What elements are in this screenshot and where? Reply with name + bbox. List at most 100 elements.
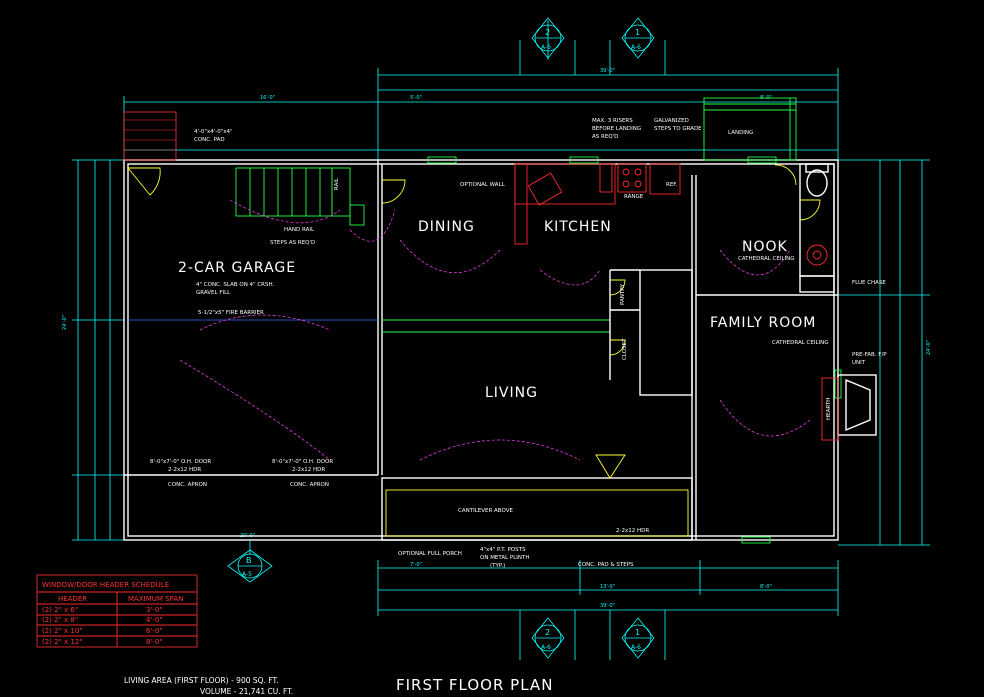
dim-top-left: 16'-0"	[260, 95, 275, 101]
header-schedule: WINDOW/DOOR HEADER SCHEDULE HEADER MAXIM…	[36, 574, 198, 648]
note-fireplace: PRE-FAB. F/P	[852, 352, 887, 358]
note-ref: REF.	[666, 182, 678, 188]
note-steps-req: STEPS AS REQ'D	[270, 240, 315, 246]
note-porch: OPTIONAL FULL PORCH	[398, 551, 462, 557]
note-optional-wall: OPTIONAL WALL	[460, 182, 506, 188]
schedule-row-span-3: 6'-0"	[146, 627, 163, 635]
note-posts3: (TYP.)	[490, 563, 505, 569]
note-hand-rail: HAND RAIL	[284, 227, 315, 233]
section-tag-bottom-2-sheet: A-6	[541, 644, 551, 651]
note-pantry: PANTRY	[620, 283, 626, 305]
note-posts: 4"x4" P.T. POSTS	[480, 547, 526, 553]
note-cantilever: CANTILEVER ABOVE	[458, 508, 513, 514]
electrical-wiring	[179, 199, 811, 461]
section-tag-b-sheet: A-5	[242, 571, 252, 578]
section-tag-top-2-num: 2	[545, 28, 550, 37]
dim-bottom-c: 8'-0"	[760, 584, 772, 590]
dim-bottom-b: 13'-0"	[600, 584, 615, 590]
dim-bottom-a: 7'-0"	[410, 562, 422, 568]
room-label-living: LIVING	[485, 385, 538, 401]
note-hearth: HEARTH	[826, 398, 832, 420]
section-tag-b-letter: B	[246, 556, 252, 565]
section-tag-b: B A-5	[227, 540, 273, 583]
section-tag-bottom-2-num: 2	[545, 628, 550, 637]
schedule-row-header-3: (2) 2" x 10"	[42, 627, 83, 635]
garage-stairs	[123, 111, 365, 226]
schedule-row-span-2: 4'-0"	[146, 616, 163, 624]
note-flue-chase: FLUE CHASE	[852, 280, 886, 286]
windows	[427, 156, 842, 544]
room-label-dining: DINING	[418, 219, 475, 235]
note-closet: CLOSET	[622, 338, 628, 360]
note-pad: 4'-0"x4'-0"x4"	[194, 129, 233, 135]
annotations: 4'-0"x4'-0"x4" CONC. PAD HAND RAIL STEPS…	[150, 118, 887, 569]
top-dimensions: 39'-0" 16'-0" 5'-0" 8'-0"	[123, 40, 839, 160]
section-tag-bottom-2: 2 A-6	[531, 617, 565, 659]
note-fire-wall: 5-1/2"x5" FIRE BARRIER	[198, 310, 264, 316]
note-fireplace2: UNIT	[852, 360, 866, 366]
fireplace	[821, 374, 877, 441]
section-tag-top-2-sheet: A-6	[541, 44, 551, 51]
note-posts2: ON METAL PLINTH	[480, 555, 530, 561]
dim-top-mid: 5'-0"	[410, 95, 422, 101]
note-conc-pad: CONC. PAD & STEPS	[578, 562, 634, 568]
note-max-risers: MAX. 3 RISERS	[592, 118, 633, 124]
room-label-kitchen: KITCHEN	[544, 219, 612, 235]
section-tag-bottom-1-num: 1	[635, 628, 640, 637]
conc-pad	[123, 111, 177, 161]
note-conc-apron1: CONC. APRON	[168, 482, 207, 488]
drawing-title: FIRST FLOOR PLAN	[396, 676, 553, 694]
dim-overall-top: 39'-0"	[600, 68, 615, 74]
dim-right-overall: 24'-0"	[926, 340, 932, 355]
schedule-title: WINDOW/DOOR HEADER SCHEDULE	[42, 581, 169, 589]
note-pad2: CONC. PAD	[194, 137, 225, 143]
exterior-walls	[123, 159, 839, 541]
door-swings	[381, 164, 821, 479]
note-garage-door2: 8'-0"x7'-0" O.H. DOOR	[272, 459, 333, 465]
room-labels: 2-CAR GARAGE DINING KITCHEN NOOK FAMILY …	[178, 219, 816, 401]
dim-left-overall: 24'-0"	[62, 315, 68, 330]
note-cathedral-nook: CATHEDRAL CEILING	[738, 256, 795, 262]
schedule-col-header: HEADER	[58, 595, 87, 603]
schedule-row-header-2: (2) 2" x 8"	[42, 616, 78, 624]
note-conc-apron2: CONC. APRON	[290, 482, 329, 488]
kitchen-fixtures	[514, 163, 681, 245]
note-hdr1: 2-2x12 HDR	[168, 467, 201, 473]
note-cathedral-family: CATHEDRAL CEILING	[772, 340, 829, 346]
section-tag-top-1-num: 1	[635, 28, 640, 37]
section-tag-top-1-sheet: A-6	[631, 44, 641, 51]
range-unit	[617, 163, 647, 193]
note-before-landing: BEFORE LANDING	[592, 126, 641, 132]
section-tag-bottom-1: 1 A-6	[621, 617, 655, 659]
room-label-nook: NOOK	[742, 239, 788, 255]
note-garage-door1: 8'-0"x7'-0" O.H. DOOR	[150, 459, 211, 465]
side-dimensions: 24'-0" 24'-0"	[62, 159, 932, 546]
living-area-note: LIVING AREA (FIRST FLOOR) - 900 SQ. FT.	[124, 676, 279, 685]
room-label-family: FAMILY ROOM	[710, 315, 816, 331]
room-label-garage: 2-CAR GARAGE	[178, 260, 296, 276]
note-landing: LANDING	[728, 130, 753, 136]
note-slab: 4" CONC. SLAB ON 4" CRSH.	[196, 282, 275, 288]
note-hdr3: 2-2x12 HDR	[616, 528, 649, 534]
back-landing	[703, 97, 797, 161]
schedule-row-header-1: (2) 2" x 6"	[42, 606, 78, 614]
schedule-row-span-4: 8'-0"	[146, 638, 163, 646]
note-hdr2: 2-2x12 HDR	[292, 467, 325, 473]
note-range: RANGE	[624, 194, 644, 200]
section-tag-bottom-1-sheet: A-6	[631, 644, 641, 651]
section-tag-top-2: 2 A-6	[531, 17, 565, 60]
note-slab2: GRAVEL FILL	[196, 290, 231, 296]
schedule-row-span-1: 3'-0"	[146, 606, 163, 614]
schedule-col-span: MAXIMUM SPAN	[128, 595, 183, 603]
section-tag-top-1: 1 A-6	[621, 17, 655, 59]
refrigerator	[649, 163, 681, 195]
dim-overall-bottom: 39'-0"	[600, 603, 615, 609]
note-as-reqd: AS REQ'D	[592, 134, 618, 140]
note-galvanized: GALVANIZED	[654, 118, 689, 124]
note-rail: RAIL	[334, 177, 340, 190]
volume-note: VOLUME - 21,741 CU. FT.	[200, 687, 293, 696]
half-bath	[799, 163, 835, 293]
schedule-row-header-4: (2) 2" x 12"	[42, 638, 83, 646]
note-steps-grade: STEPS TO GRADE	[654, 126, 702, 132]
